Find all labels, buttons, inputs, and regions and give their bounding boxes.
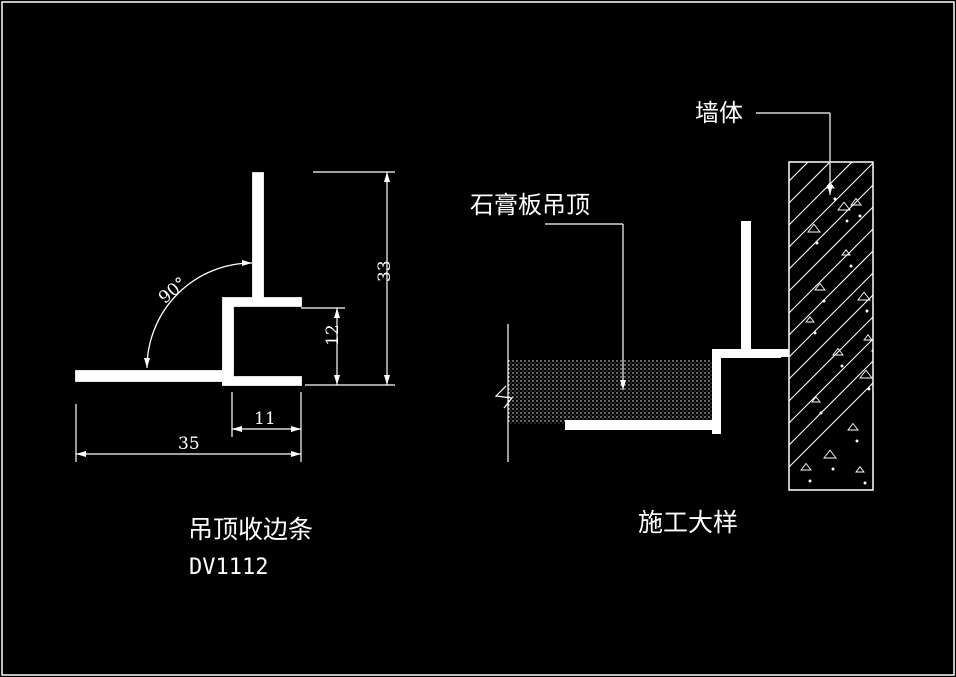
- wall-hatch-line: [789, 206, 873, 292]
- dim-11-lines: [231, 392, 302, 462]
- wall-aggregate-mark: [857, 291, 871, 301]
- wall-aggregate-mark: [855, 466, 865, 473]
- wall-aggregate-mark: [837, 201, 851, 211]
- angle-label: 90°: [155, 273, 191, 308]
- wall-aggregate-dot: [845, 219, 849, 223]
- wall-hatch-line: [789, 162, 873, 248]
- wall-aggregate-mark: [805, 316, 815, 323]
- wall-aggregate-mark: [863, 334, 873, 341]
- wall-leader: [756, 112, 833, 195]
- wall-aggregate-mark: [832, 347, 844, 356]
- wall-hatch-line: [789, 272, 873, 358]
- strip-edge-line: [721, 357, 781, 358]
- wall-aggregate-mark: [800, 462, 812, 471]
- wall-aggregate-dot: [822, 299, 826, 303]
- wall-hatch-line: [789, 228, 873, 314]
- wall-aggregate-mark: [847, 422, 859, 431]
- wall-section: [788, 161, 874, 491]
- wall-aggregate-dot: [863, 481, 867, 485]
- installed-edge-strip: [565, 221, 789, 434]
- wall-aggregate-mark: [850, 197, 862, 206]
- dim-12-lines: [301, 307, 345, 385]
- left-title: 吊顶收边条: [188, 515, 313, 544]
- edge-strip-profile: [75, 172, 302, 386]
- wall-aggregate-dot: [871, 349, 873, 353]
- wall-aggregate-dot: [867, 387, 871, 391]
- wall-hatch-line: [789, 162, 853, 226]
- wall-aggregate-dot: [855, 439, 859, 443]
- dim-35-label: 35: [178, 434, 200, 454]
- wall-hatch-line: [789, 184, 873, 270]
- product-code: DV1112: [189, 555, 268, 580]
- wall-aggregate-mark: [814, 282, 826, 291]
- wall-aggregate-dot: [808, 479, 812, 483]
- wall-label: 墙体: [695, 99, 743, 127]
- wall-aggregate-dot: [813, 331, 817, 335]
- wall-aggregate-dot: [833, 197, 837, 201]
- wall-aggregate-dot: [819, 411, 823, 415]
- board-leader: [545, 223, 626, 390]
- dim-12-label: 12: [323, 324, 343, 346]
- wall-aggregate-mark: [811, 396, 821, 403]
- wall-aggregate-dot: [840, 364, 844, 368]
- dim-35-lines: [75, 404, 301, 462]
- board-label: 石膏板吊顶: [470, 191, 590, 219]
- wall-aggregate-mark: [807, 223, 821, 233]
- wall-aggregate-mark: [859, 369, 873, 379]
- wall-hatch-line: [789, 382, 873, 468]
- wall-aggregate-mark: [823, 449, 837, 459]
- wall-hatch-line: [789, 294, 873, 380]
- dim-33-label: 33: [375, 260, 395, 282]
- angle-arc: [144, 260, 253, 369]
- wall-aggregate-dot: [849, 264, 853, 268]
- right-title: 施工大样: [638, 508, 738, 537]
- wall-hatch-line: [789, 250, 873, 336]
- wall-hatch-line: [789, 316, 873, 402]
- wall-aggregate-dot: [858, 214, 862, 218]
- gypsum-board: [494, 324, 713, 462]
- wall-aggregate-dot: [831, 467, 835, 471]
- wall-aggregate-dot: [865, 309, 869, 313]
- wall-aggregate-mark: [841, 249, 851, 256]
- wall-aggregate-dot: [815, 241, 819, 245]
- dim-11-label: 11: [254, 409, 276, 429]
- wall-hatch-line: [789, 360, 873, 446]
- edge-strip-fill: [76, 173, 301, 385]
- dim-33-lines: [305, 171, 395, 386]
